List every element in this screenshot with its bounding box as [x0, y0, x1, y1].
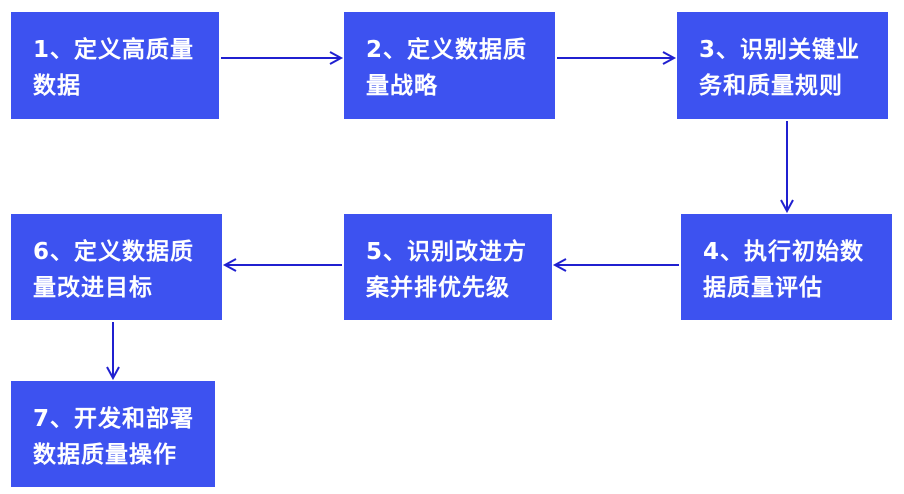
step-1-line-2: 数据: [33, 73, 81, 99]
step-5-line-2: 案并排优先级: [366, 275, 510, 301]
arrow-step1-to-step2: [221, 51, 344, 65]
step-6-line-1: 6、定义数据质: [33, 239, 195, 265]
step-4-box: 4、执行初始数 据质量评估: [681, 214, 892, 320]
step-3-line-1: 3、识别关键业: [699, 37, 861, 63]
step-4-line-2: 据质量评估: [703, 275, 823, 301]
arrow-step3-to-step4: [780, 121, 794, 214]
step-6-box: 6、定义数据质 量改进目标: [11, 214, 222, 320]
step-7-box: 7、开发和部署 数据质量操作: [11, 381, 215, 487]
step-6-line-2: 量改进目标: [33, 275, 153, 301]
arrow-step6-to-step7: [106, 322, 120, 381]
step-7-line-1: 7、开发和部署: [33, 406, 195, 432]
step-3-line-2: 务和质量规则: [699, 73, 843, 99]
step-2-box: 2、定义数据质 量战略: [344, 12, 555, 119]
step-1-box: 1、定义高质量 数据: [11, 12, 219, 119]
arrow-step4-to-step5: [552, 258, 679, 272]
step-7-line-2: 数据质量操作: [33, 442, 177, 468]
step-2-line-1: 2、定义数据质: [366, 37, 528, 63]
step-5-line-1: 5、识别改进方: [366, 239, 528, 265]
step-4-line-1: 4、执行初始数: [703, 239, 865, 265]
step-2-line-2: 量战略: [366, 73, 438, 99]
step-3-box: 3、识别关键业 务和质量规则: [677, 12, 888, 119]
arrow-step2-to-step3: [557, 51, 677, 65]
step-1-line-1: 1、定义高质量: [33, 37, 195, 63]
step-5-box: 5、识别改进方 案并排优先级: [344, 214, 552, 320]
arrow-step5-to-step6: [222, 258, 342, 272]
